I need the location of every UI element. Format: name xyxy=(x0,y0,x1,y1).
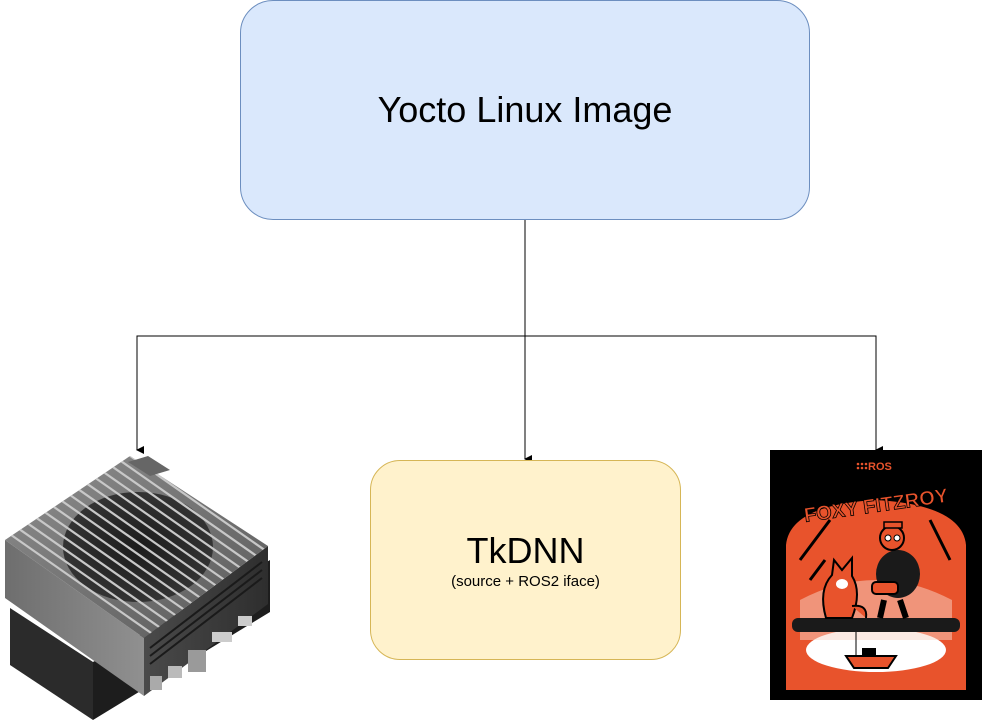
edge-yocto-to-ros xyxy=(525,335,883,454)
tkdnn-node-sublabel: (source + ROS2 iface) xyxy=(451,572,600,590)
edge-yocto-to-jetson xyxy=(136,335,525,454)
ros-brand-text: ROS xyxy=(868,461,892,473)
yocto-node-label: Yocto Linux Image xyxy=(377,89,673,130)
yocto-linux-image-node[interactable]: Yocto Linux Image xyxy=(240,0,810,220)
tkdnn-node[interactable]: TkDNN (source + ROS2 iface) xyxy=(370,460,681,660)
tkdnn-node-label: TkDNN xyxy=(466,529,585,571)
